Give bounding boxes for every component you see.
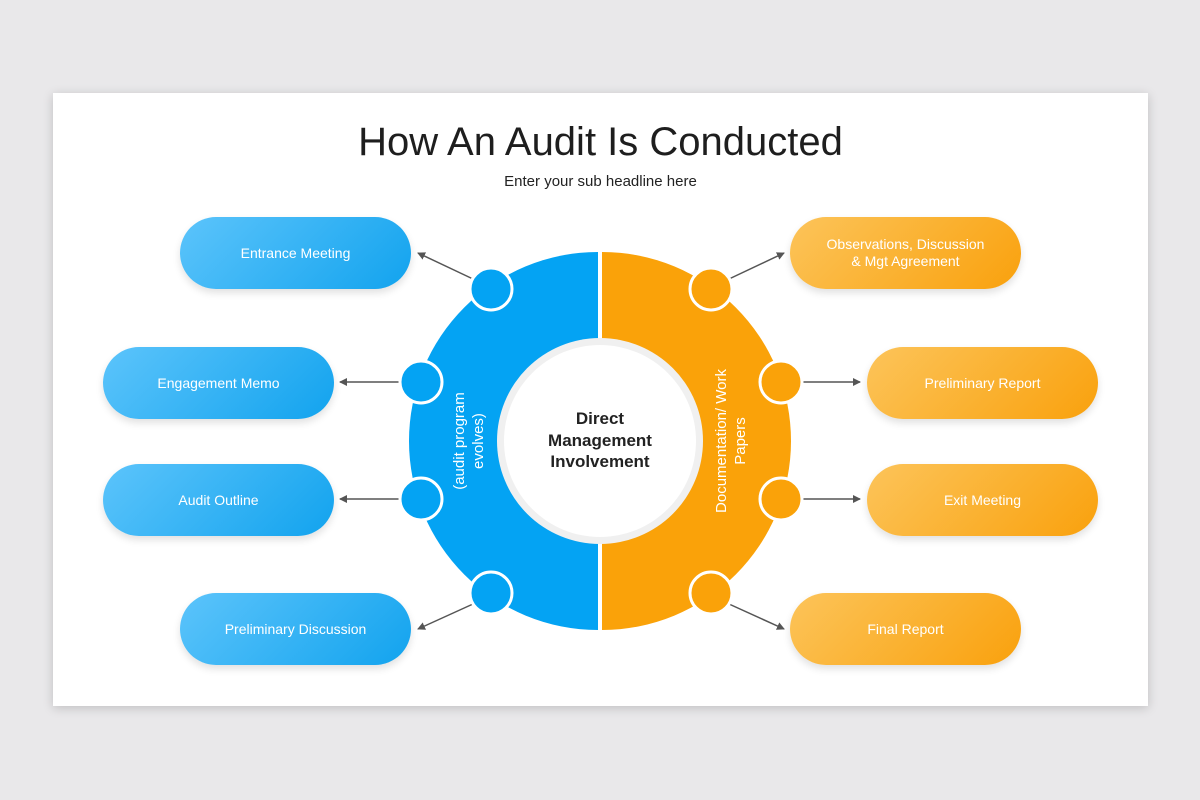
left-half-label: (audit program evolves) bbox=[451, 392, 487, 490]
pill-label: Audit Outline bbox=[178, 491, 259, 508]
pill-label: Preliminary Report bbox=[924, 374, 1041, 391]
pill-engagement-memo[interactable]: Engagement Memo bbox=[103, 347, 334, 419]
center-circle bbox=[504, 345, 696, 537]
arrow-preliminary-discussion bbox=[417, 603, 474, 630]
ring-nodes bbox=[398, 266, 804, 616]
node-circle-right-3 bbox=[758, 476, 804, 522]
pill-label: Final Report bbox=[867, 620, 944, 637]
node-circle-right-1 bbox=[688, 266, 734, 312]
center-label: Direct Management Involvement bbox=[548, 409, 652, 471]
pill-label: Engagement Memo bbox=[157, 374, 280, 391]
pill-entrance-meeting[interactable]: Entrance Meeting bbox=[180, 217, 411, 289]
arrow-entrance-meeting bbox=[417, 252, 474, 280]
arrow-observations bbox=[728, 252, 785, 280]
pill-preliminary-report[interactable]: Preliminary Report bbox=[867, 347, 1098, 419]
node-circle-left-1 bbox=[468, 266, 514, 312]
pill-label: Preliminary Discussion bbox=[224, 620, 367, 637]
slide-title: How An Audit Is Conducted bbox=[358, 120, 843, 164]
slide-subtitle: Enter your sub headline here bbox=[504, 173, 697, 190]
node-circle-left-4 bbox=[468, 570, 514, 616]
pill-label: Observations, Discussion & Mgt Agreement bbox=[826, 236, 985, 269]
pill-preliminary-discussion[interactable]: Preliminary Discussion bbox=[180, 593, 411, 665]
connector-arrows bbox=[339, 252, 861, 630]
node-circle-left-3 bbox=[398, 476, 444, 522]
pill-label: Exit Meeting bbox=[943, 491, 1022, 508]
pill-exit-meeting[interactable]: Exit Meeting bbox=[867, 464, 1098, 536]
pill-audit-outline[interactable]: Audit Outline bbox=[103, 464, 334, 536]
pill-label: Entrance Meeting bbox=[240, 244, 351, 261]
node-circle-right-4 bbox=[688, 570, 734, 616]
node-circle-right-2 bbox=[758, 359, 804, 405]
right-half-label: Documentation/ Work Papers bbox=[713, 369, 749, 513]
node-circle-left-2 bbox=[398, 359, 444, 405]
pill-final-report[interactable]: Final Report bbox=[790, 593, 1021, 665]
arrow-final-report bbox=[728, 603, 785, 630]
pill-observations-discussion[interactable]: Observations, Discussion & Mgt Agreement bbox=[790, 217, 1021, 289]
